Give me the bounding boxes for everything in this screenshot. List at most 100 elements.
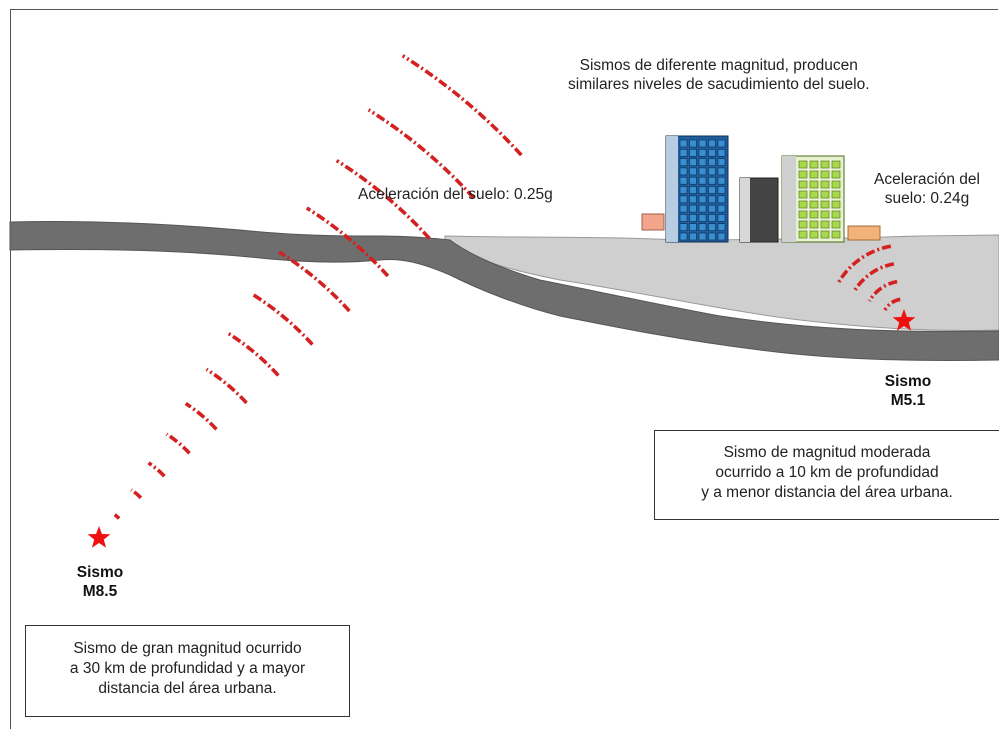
blue-building-window xyxy=(708,232,716,241)
green-building-window xyxy=(831,190,841,199)
green-building-window xyxy=(809,180,819,189)
blue-building-window xyxy=(698,186,707,194)
blue-building-window xyxy=(717,214,726,222)
green-building-window xyxy=(798,180,808,189)
blue-building-window xyxy=(679,149,688,157)
blue-building-window xyxy=(708,214,716,222)
blue-building-window xyxy=(679,139,688,148)
green-building-window xyxy=(798,190,808,199)
blue-building-window xyxy=(698,158,707,166)
epicenter-star-m51 xyxy=(892,309,916,331)
blue-building-window xyxy=(679,214,688,222)
green-building-window xyxy=(809,190,819,199)
blue-building-window xyxy=(679,176,688,185)
m51-wave-arc-2 xyxy=(867,279,898,302)
blue-building-window xyxy=(698,195,707,204)
blue-building-window xyxy=(689,167,697,176)
blue-building-window xyxy=(698,214,707,222)
green-building-window xyxy=(809,160,819,169)
quake-left-label: Sismo M8.5 xyxy=(70,563,130,601)
blue-building-window xyxy=(708,204,716,213)
m85-wave-arc-6 xyxy=(205,367,248,405)
blue-building-window xyxy=(717,186,726,194)
sediment-basin xyxy=(444,234,999,331)
m85-wave-arc-3 xyxy=(147,461,166,478)
blue-building-window xyxy=(708,167,716,176)
blue-building-window xyxy=(689,195,697,204)
blue-building-window xyxy=(717,139,726,148)
blue-building-window xyxy=(698,204,707,213)
green-building-window xyxy=(831,160,841,169)
quake-left-description: Sismo de gran magnitud ocurrido a 30 km … xyxy=(25,625,350,717)
blue-building-window xyxy=(717,158,726,166)
small-building-right xyxy=(847,225,881,241)
m51-wave-arc-4 xyxy=(836,244,892,284)
blue-building-window xyxy=(708,139,716,148)
blue-building-window xyxy=(689,223,697,231)
blue-building-window xyxy=(717,149,726,157)
m85-wave-arc-7 xyxy=(227,331,280,377)
green-building-window xyxy=(809,210,819,219)
blue-building-window xyxy=(679,223,688,231)
green-building-window xyxy=(809,230,819,239)
top-caption-line2: similares niveles de sacudimiento del su… xyxy=(568,76,870,93)
blue-building-window xyxy=(698,139,707,148)
green-building-window xyxy=(798,200,808,209)
green-building-window xyxy=(831,200,841,209)
urban-area xyxy=(641,135,881,243)
quake-right-description: Sismo de magnitud moderada ocurrido a 10… xyxy=(654,430,999,520)
blue-building-window xyxy=(689,186,697,194)
green-building-window xyxy=(831,180,841,189)
accel-right-label: Aceleración del suelo: 0.24g xyxy=(852,170,999,208)
m51-wave-arc-1 xyxy=(883,297,901,312)
m85-wave-arc-10 xyxy=(305,206,390,278)
m85-wave-arc-1 xyxy=(113,513,121,520)
blue-building-window xyxy=(698,232,707,241)
blue-building-window xyxy=(679,232,688,241)
green-building-window xyxy=(820,230,830,239)
blue-building-window xyxy=(717,232,726,241)
blue-building-window xyxy=(708,149,716,157)
green-building-window xyxy=(809,200,819,209)
epicenter-star-m85 xyxy=(87,526,111,548)
green-building-window xyxy=(798,220,808,229)
m85-wave-arc-9 xyxy=(278,250,351,313)
quake-right-desc-line3: y a menor distancia del área urbana. xyxy=(701,484,953,501)
green-building-window xyxy=(820,190,830,199)
green-building-window xyxy=(820,170,830,179)
figure-frame xyxy=(10,9,998,729)
green-building-window xyxy=(831,170,841,179)
blue-building-window xyxy=(689,149,697,157)
green-building-window xyxy=(820,200,830,209)
blue-building-window xyxy=(698,149,707,157)
green-building-window xyxy=(798,170,808,179)
green-building-window xyxy=(831,230,841,239)
green-building-window xyxy=(831,220,841,229)
blue-building-window xyxy=(708,186,716,194)
quake-right-magnitude: M5.1 xyxy=(890,392,926,409)
green-building-window xyxy=(820,210,830,219)
green-building-window xyxy=(820,220,830,229)
green-building-window xyxy=(798,210,808,219)
blue-building-window xyxy=(689,139,697,148)
green-building-window xyxy=(809,170,819,179)
seismic-waves xyxy=(113,54,901,520)
quake-left-desc-line3: distancia del área urbana. xyxy=(98,680,277,697)
quake-right-name: Sismo xyxy=(884,373,932,390)
quake-right-label: Sismo M5.1 xyxy=(878,372,938,410)
m85-wave-arc-8 xyxy=(251,292,314,346)
blue-building-window xyxy=(708,176,716,185)
small-building-left xyxy=(641,213,665,231)
blue-building-window xyxy=(698,223,707,231)
green-building-window xyxy=(809,220,819,229)
blue-building-window xyxy=(698,167,707,176)
blue-building-window xyxy=(679,195,688,204)
m85-wave-arc-13 xyxy=(401,54,523,157)
green-building-window xyxy=(820,160,830,169)
blue-building-window xyxy=(708,158,716,166)
blue-building-window xyxy=(708,195,716,204)
accel-right-line2: suelo: 0.24g xyxy=(884,190,970,207)
blue-building-window xyxy=(679,204,688,213)
blue-building-window xyxy=(689,232,697,241)
